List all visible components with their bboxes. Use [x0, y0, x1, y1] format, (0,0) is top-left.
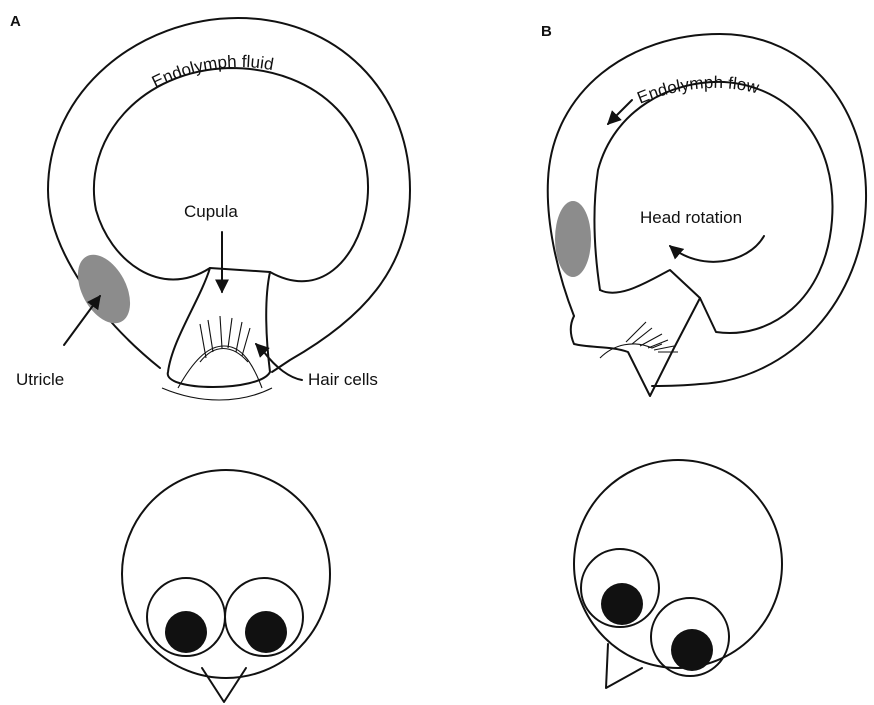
face-a	[122, 470, 330, 702]
panel-a-letter: A	[10, 13, 21, 30]
panel-b: B Endolymph flow Head rotation	[541, 23, 866, 688]
panel-b-letter: B	[541, 23, 552, 40]
hair-cells-arrow	[256, 344, 302, 380]
hair-cells-a	[200, 316, 250, 362]
canal-a-inner	[94, 68, 368, 281]
cupula-a	[168, 268, 270, 387]
crista-a	[178, 346, 262, 388]
beak-b	[606, 644, 642, 688]
endolymph-flow-label: Endolymph flow	[635, 73, 762, 108]
rotation-arrow	[670, 236, 764, 262]
flow-arrow	[608, 100, 632, 124]
hair-cells-label: Hair cells	[308, 370, 378, 389]
endolymph-fluid-label: Endolymph fluid	[149, 52, 275, 92]
head-a	[122, 470, 330, 678]
cupula-label: Cupula	[184, 202, 238, 221]
pupil-lower-b	[671, 629, 713, 671]
pupil-upper-b	[601, 583, 643, 625]
panel-a: A Endolymph fluid Cupula Utricle Hair ce…	[10, 13, 410, 702]
utricle-label: Utricle	[16, 370, 64, 389]
beak-a	[202, 668, 246, 702]
crista-a-base	[162, 388, 272, 400]
utricle-b	[555, 201, 591, 277]
face-b	[574, 460, 782, 688]
utricle-a	[67, 246, 141, 332]
pupil-right-a	[245, 611, 287, 653]
pupil-left-a	[165, 611, 207, 653]
head-rotation-label: Head rotation	[640, 208, 742, 227]
utricle-arrow	[64, 296, 100, 345]
